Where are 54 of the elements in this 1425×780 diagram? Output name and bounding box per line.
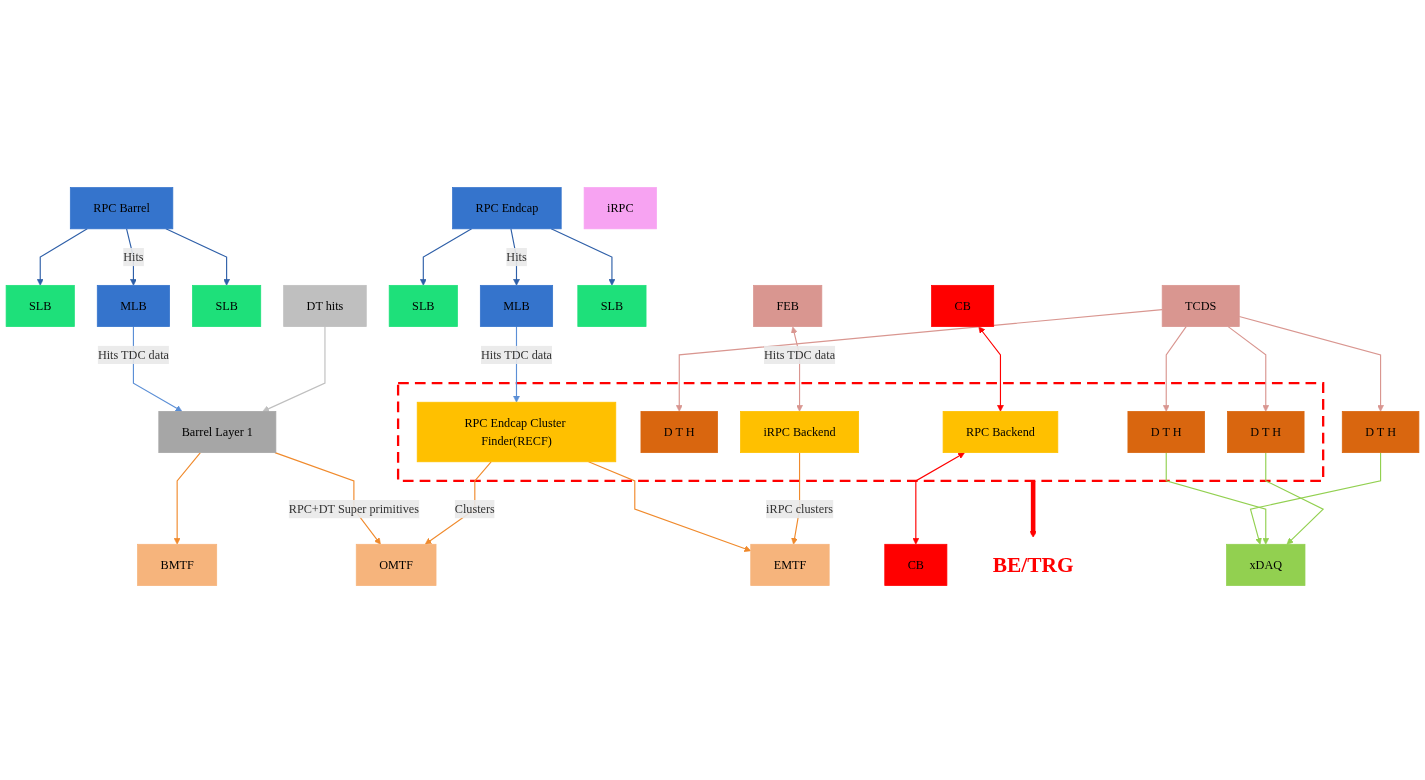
edge-label: Clusters [454, 500, 495, 519]
process-box: OMTF [355, 543, 437, 586]
arrow [36, 228, 88, 286]
arrow [550, 228, 616, 286]
process-box: DT hits [283, 285, 367, 327]
edge-label: Hits TDC data [764, 345, 836, 365]
edge-label: iRPC clusters [766, 500, 833, 519]
process-box: iRPC Backend [740, 411, 859, 453]
process-box: xDAQ [1226, 543, 1306, 586]
process-box: iRPC [583, 187, 657, 230]
edge-label: Hits [506, 247, 527, 267]
process-box: CB [931, 285, 995, 327]
arrow [1227, 326, 1270, 412]
process-box: BMTF [137, 543, 218, 586]
edge-label: Hits TDC data [97, 345, 169, 365]
process-box: D T H [1341, 411, 1420, 453]
arrow [1238, 315, 1384, 412]
arrow [912, 452, 965, 545]
process-box: RPC Endcap [452, 187, 562, 230]
process-box: MLB [96, 285, 170, 327]
process-box: SLB [577, 285, 647, 327]
arrow [262, 326, 326, 412]
process-box: D T H [1127, 411, 1205, 453]
process-box: SLB [192, 285, 262, 327]
text-label: BE/TRG [992, 552, 1074, 577]
arrow [588, 461, 752, 552]
process-box: RPC Barrel [69, 187, 174, 230]
arrow [1249, 452, 1382, 545]
edge-label: RPC+DT Super primitives [288, 500, 419, 519]
process-box: FEB [753, 285, 823, 327]
process-box: CB [884, 543, 948, 586]
process-box: TCDS [1161, 285, 1240, 327]
arrow [1165, 452, 1270, 545]
process-box: RPC Endcap Cluster Finder(RECF) [416, 401, 617, 463]
edge-label: Hits [123, 247, 144, 267]
process-box: EMTF [750, 543, 830, 586]
process-box: D T H [640, 411, 718, 453]
arrow [978, 326, 1004, 412]
process-box: MLB [479, 285, 554, 327]
process-box: Barrel Layer 1 [158, 411, 277, 453]
arrow [510, 228, 520, 286]
arrow [675, 309, 1163, 412]
arrow [173, 452, 201, 545]
arrow [419, 228, 473, 286]
process-box: RPC Backend [942, 411, 1059, 453]
arrow [1029, 480, 1037, 538]
arrow [1265, 452, 1325, 545]
process-box: SLB [5, 285, 75, 327]
process-box: SLB [388, 285, 458, 327]
process-box: D T H [1227, 411, 1305, 453]
arrow [165, 228, 230, 286]
arrow [1162, 326, 1187, 412]
edge-label: Hits TDC data [480, 345, 552, 365]
arrow [126, 228, 137, 286]
